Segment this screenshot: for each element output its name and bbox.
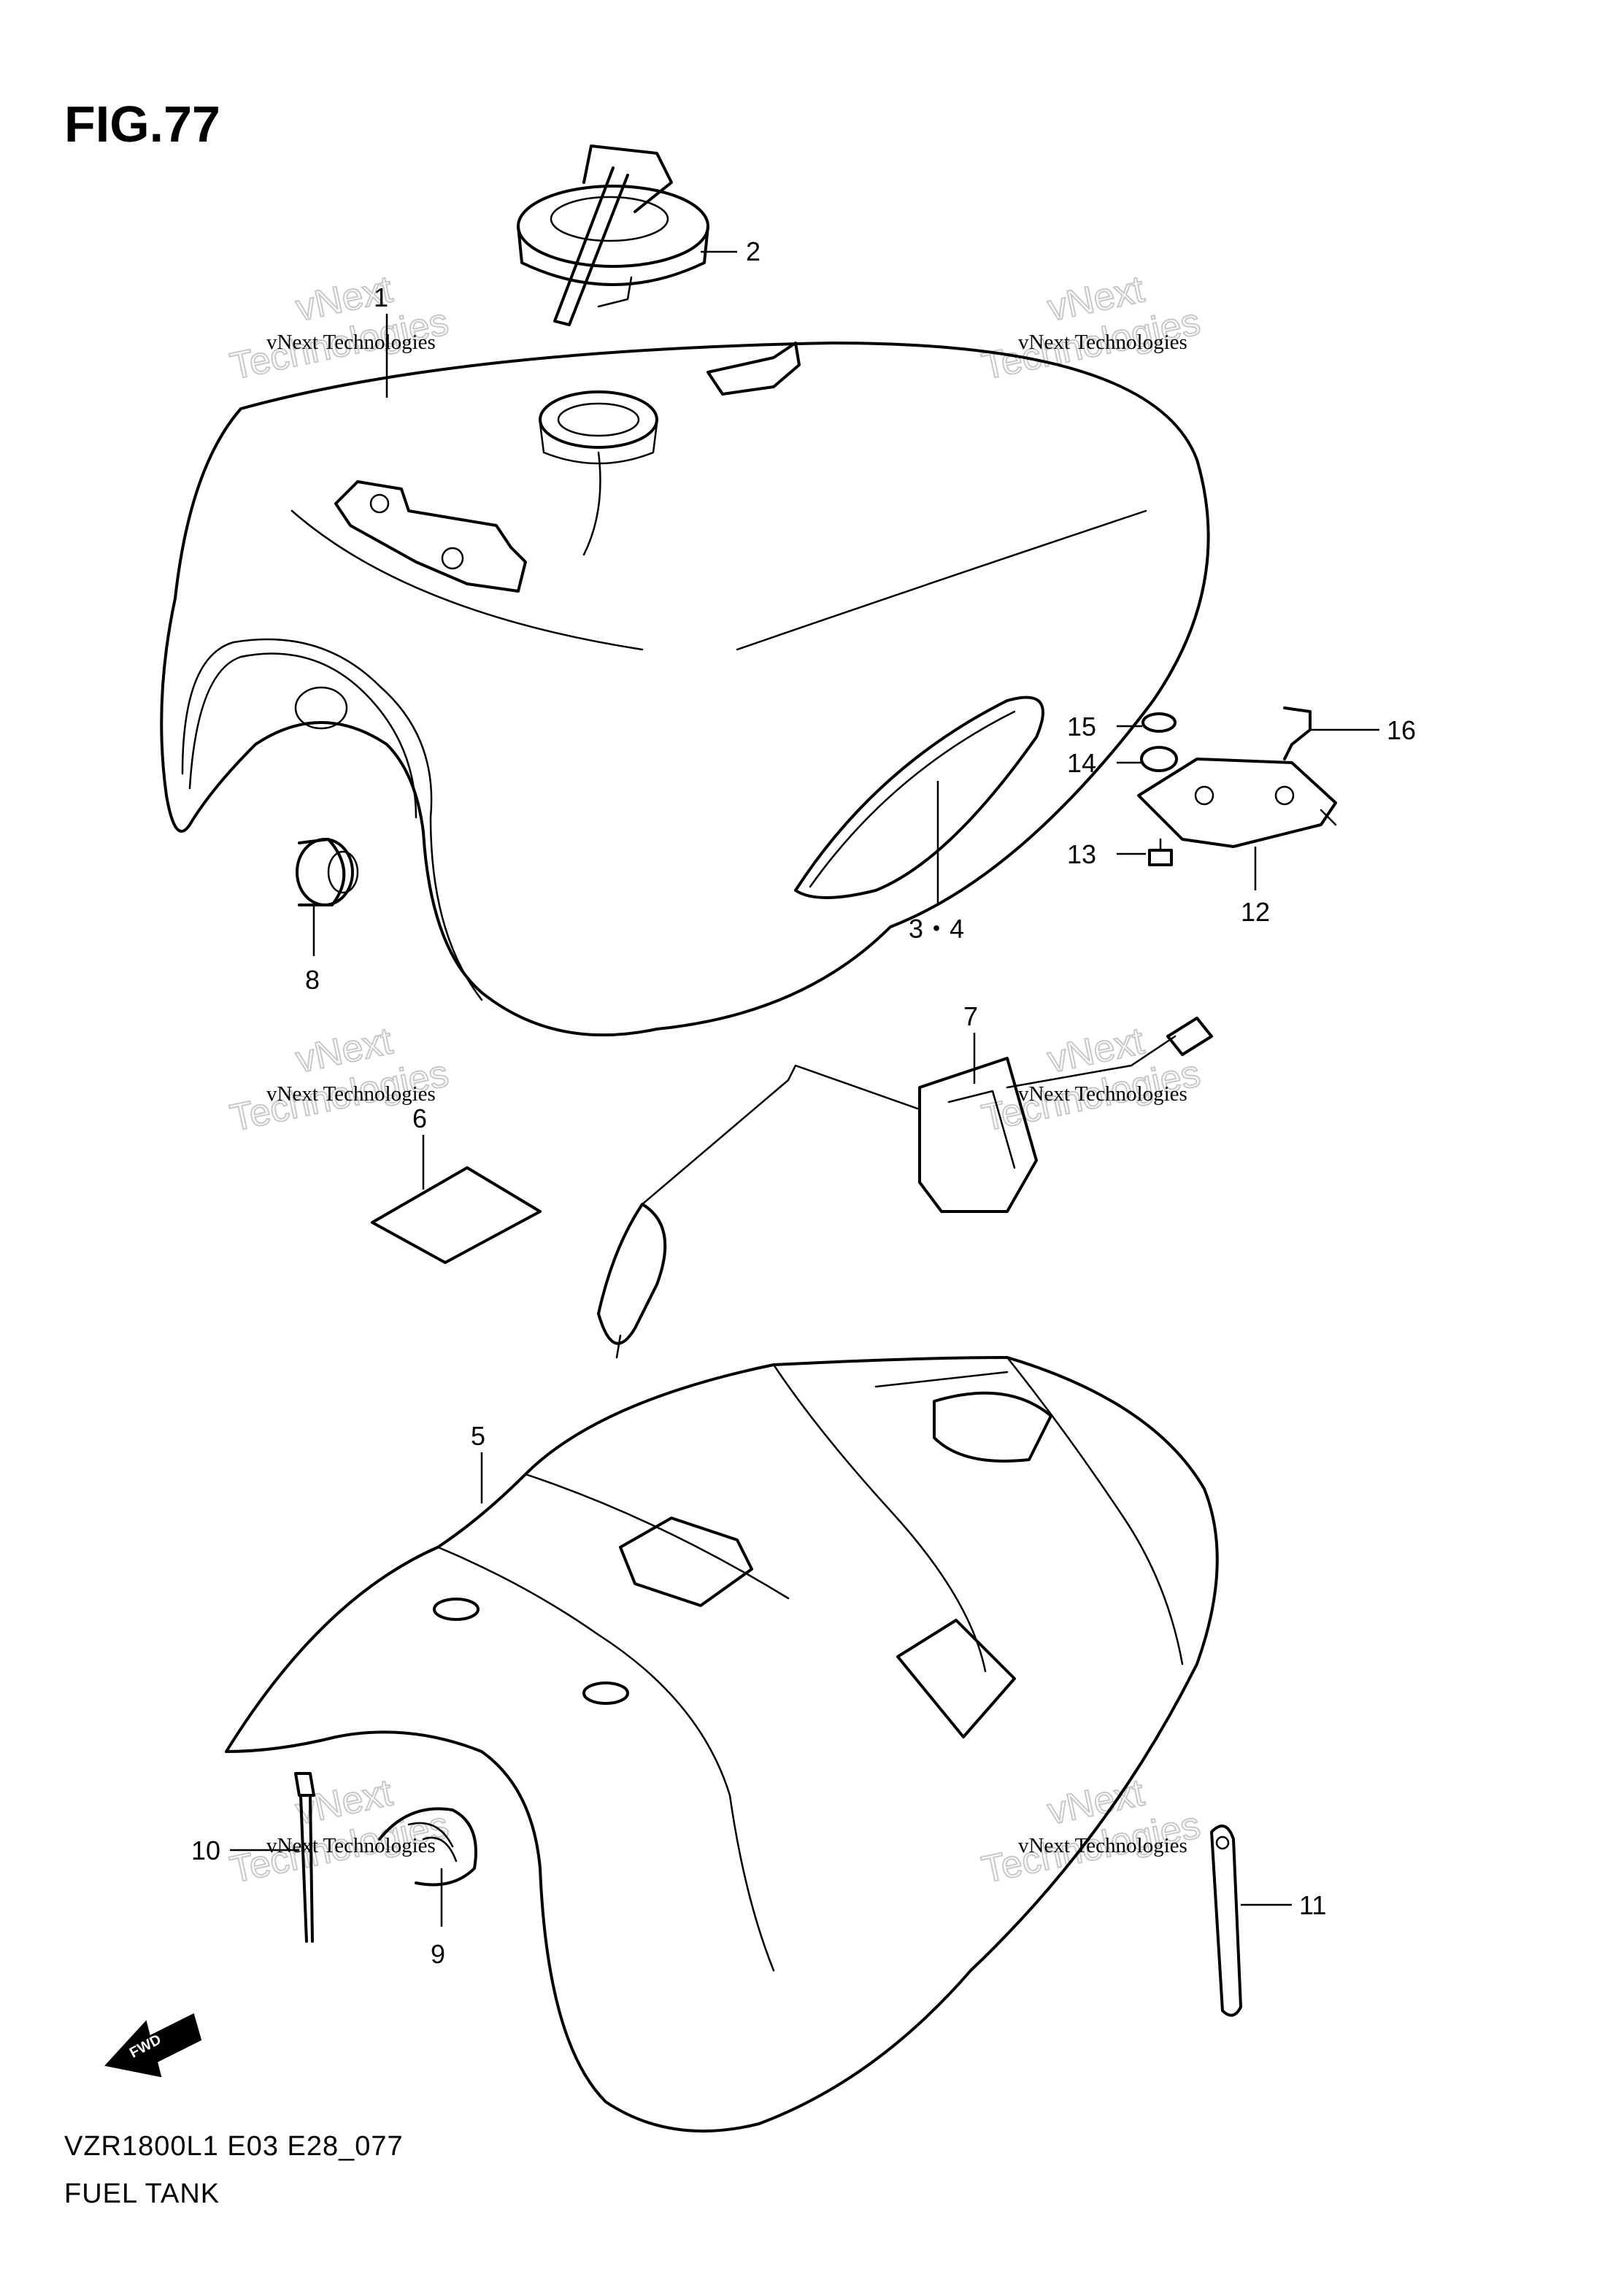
callout-5[interactable]: 5: [471, 1421, 485, 1451]
bracket-set-part[interactable]: [1137, 706, 1337, 866]
watermark-top-right: vNext Technologies vNext Technologies: [977, 267, 1204, 388]
callout-13[interactable]: 13: [1067, 839, 1096, 869]
fwd-arrow-icon: FWD: [104, 2013, 202, 2078]
fuel-gauge-part[interactable]: [597, 1017, 1213, 1359]
callout-9[interactable]: 9: [431, 1939, 445, 1969]
callout-3-4[interactable]: 3・4: [909, 914, 964, 944]
svg-text:vNext Technologies: vNext Technologies: [266, 1082, 436, 1106]
svg-text:vNext Technologies: vNext Technologies: [266, 331, 436, 354]
callout-11[interactable]: 11: [1299, 1890, 1326, 1920]
callout-14[interactable]: 14: [1067, 748, 1096, 778]
watermark-top-left: vNext Technologies vNext Technologies: [226, 267, 453, 388]
tank-cushion-part[interactable]: [296, 838, 359, 906]
fuel-cap-part[interactable]: [517, 145, 709, 326]
tank-insulator-part[interactable]: [225, 1356, 1219, 2133]
callout-12[interactable]: 12: [1241, 897, 1270, 927]
fuel-tank-part[interactable]: [160, 342, 1210, 1037]
watermark-bottom-left: vNext Technologies vNext Technologies: [226, 1771, 453, 1892]
callout-2[interactable]: 2: [746, 236, 761, 266]
svg-text:vNext Technologies: vNext Technologies: [1018, 1834, 1187, 1857]
label-sheet-part[interactable]: [371, 1166, 542, 1264]
strap-part[interactable]: [1210, 1825, 1242, 2017]
callout-10[interactable]: 10: [191, 1835, 220, 1865]
model-code: VZR1800L1 E03 E28_077: [64, 2131, 404, 2162]
callout-7[interactable]: 7: [963, 1001, 978, 1031]
watermark-bottom-right: vNext Technologies vNext Technologies: [977, 1771, 1204, 1892]
callout-15[interactable]: 15: [1067, 712, 1096, 741]
callout-16[interactable]: 16: [1387, 715, 1416, 745]
callout-1[interactable]: 1: [374, 282, 388, 312]
callout-8[interactable]: 8: [305, 965, 320, 995]
grommet-part[interactable]: [378, 1807, 477, 1887]
svg-text:vNext Technologies: vNext Technologies: [1018, 331, 1187, 354]
figure-title: FIG.77: [64, 96, 220, 153]
section-name: FUEL TANK: [64, 2178, 220, 2209]
cable-tie-part[interactable]: [294, 1772, 315, 1943]
callout-6[interactable]: 6: [412, 1103, 427, 1133]
svg-text:vNext Technologies: vNext Technologies: [1018, 1082, 1187, 1106]
svg-text:vNext Technologies: vNext Technologies: [266, 1834, 436, 1857]
